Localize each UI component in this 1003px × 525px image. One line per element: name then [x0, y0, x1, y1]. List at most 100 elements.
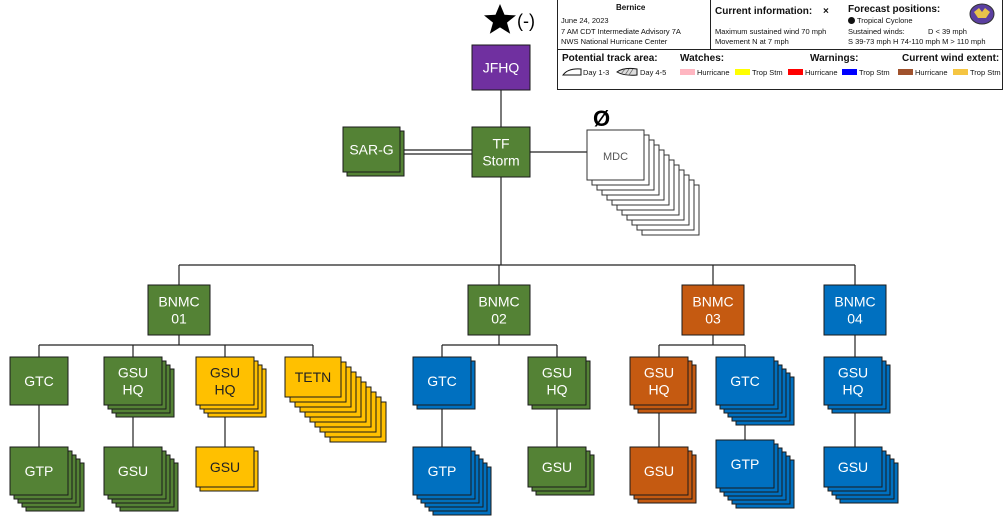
box-face — [471, 126, 531, 178]
box-label-line: BNMC — [692, 294, 733, 310]
box-label-b01-gsu-b: GSU — [210, 459, 240, 475]
advisory-number: 7 AM CDT Intermediate Advisory 7A — [561, 27, 681, 36]
watch-hurricane-label: Hurricane — [697, 68, 730, 77]
box-face — [527, 446, 587, 488]
box-label-mdc: MDC — [603, 151, 628, 163]
box-label-b02-gtp: GTP — [428, 463, 457, 479]
advisory-center: NWS National Hurricane Center — [561, 37, 668, 46]
star-icon — [484, 4, 516, 34]
box-label-line: BNMC — [478, 294, 519, 310]
box-label-line: TF — [492, 136, 509, 152]
box-b03-gtp: GTP — [715, 439, 795, 509]
box-face — [471, 44, 531, 91]
box-mdc: MDC — [586, 129, 700, 236]
box-label-line: HQ — [843, 382, 864, 398]
wind-hurricane-label: Hurricane — [915, 68, 948, 77]
box-face — [412, 446, 472, 496]
box-b02-gsu: GSU — [527, 446, 595, 496]
box-face — [103, 356, 163, 406]
box-face — [823, 356, 883, 406]
track-title: Potential track area: — [562, 53, 658, 64]
box-label-b01-gsu-a: GSU — [118, 463, 148, 479]
box-label-line: GTP — [731, 456, 760, 472]
box-label-line: MDC — [603, 151, 628, 163]
box-face — [147, 284, 211, 336]
box-face — [195, 356, 255, 406]
box-label-line: GTC — [24, 373, 54, 389]
box-label-line: GSU — [542, 365, 572, 381]
box-face — [629, 446, 689, 496]
box-b04-gsu: GSU — [823, 446, 899, 504]
current-position-icon: × — [823, 6, 829, 17]
box-face — [823, 284, 887, 336]
box-label-line: BNMC — [158, 294, 199, 310]
box-face — [681, 284, 745, 336]
box-face — [412, 356, 472, 406]
box-face — [715, 439, 775, 489]
legend-key-row: Potential track area: Day 1-3 Day 4-5 Wa… — [558, 49, 1002, 89]
box-label-line: GSU — [210, 365, 240, 381]
box-face — [527, 356, 587, 406]
box-label-line: TETN — [295, 369, 332, 385]
box-face — [467, 284, 531, 336]
box-label-line: SAR-G — [349, 142, 393, 158]
box-label-line: BNMC — [834, 294, 875, 310]
box-b01-gsu-b: GSU — [195, 446, 259, 492]
box-b01-gtp: GTP — [9, 446, 85, 512]
box-label-line: GSU — [838, 365, 868, 381]
sustained-winds-label: Sustained winds: — [848, 27, 905, 36]
watch-tropstm-label: Trop Stm — [752, 68, 783, 77]
warn-hurricane-label: Hurricane — [805, 68, 838, 77]
box-label-b04-gsu: GSU — [838, 459, 868, 475]
box-label-line: GTP — [428, 463, 457, 479]
box-jfhq: JFHQ — [471, 44, 531, 91]
day45-label: Day 4-5 — [640, 68, 667, 77]
day13-label: Day 1-3 — [583, 68, 610, 77]
cone-icon — [562, 68, 582, 76]
box-face — [284, 356, 342, 398]
box-label-line: HQ — [649, 382, 670, 398]
watch-tropstm-swatch — [735, 69, 750, 75]
box-b01-gtc: GTC — [9, 356, 69, 406]
box-b02-gtp: GTP — [412, 446, 492, 516]
wind-hurricane-swatch — [898, 69, 913, 75]
box-face — [715, 356, 775, 406]
box-label-b03-gsu: GSU — [644, 463, 674, 479]
max-wind: Maximum sustained wind 70 mph — [715, 27, 827, 36]
scale-ranges: S 39-73 mph H 74-110 mph M > 110 mph — [848, 37, 986, 46]
box-label-line: GTP — [25, 463, 54, 479]
emblem-icon — [969, 3, 995, 25]
watch-hurricane-swatch — [680, 69, 695, 75]
legend-current-column: Current information: × Maximum sustained… — [710, 0, 844, 49]
box-label-line: GSU — [838, 459, 868, 475]
connector-lines — [38, 90, 856, 447]
box-face — [342, 126, 401, 173]
wind-tropstm-label: Trop Stm — [970, 68, 1001, 77]
watches-title: Watches: — [680, 53, 725, 64]
box-face — [195, 446, 255, 488]
box-sar-g: SAR-G — [342, 126, 405, 177]
box-label-b03-gtp: GTP — [731, 456, 760, 472]
wind-extent-title: Current wind extent: — [902, 53, 1000, 64]
warn-hurricane-swatch — [788, 69, 803, 75]
box-label-b01-tetn: TETN — [295, 369, 332, 385]
warn-tropstm-swatch — [842, 69, 857, 75]
tropical-cyclone-label: Tropical Cyclone — [857, 16, 913, 25]
legend-forecast-column: Forecast positions: Tropical Cyclone Sus… — [844, 0, 1002, 49]
box-face — [9, 446, 69, 496]
